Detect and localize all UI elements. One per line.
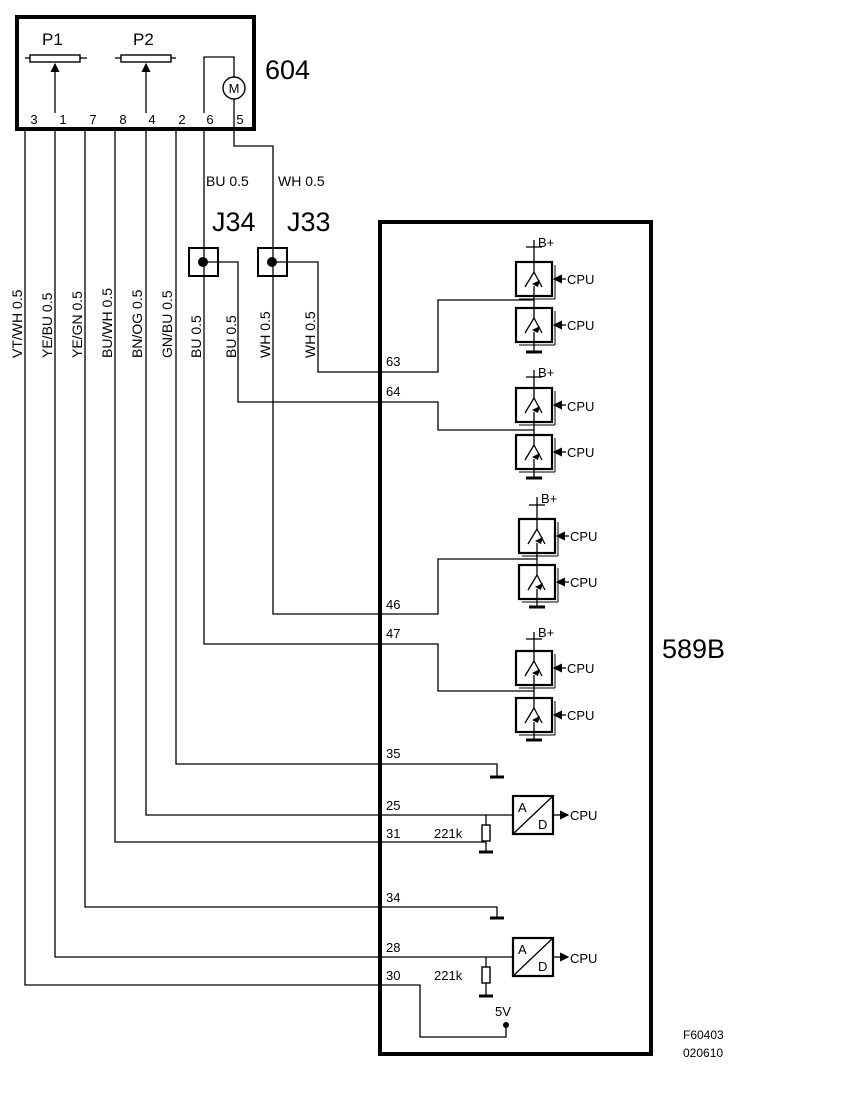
- harness-wire-labels: VT/WH 0.5 YE/BU 0.5 YE/GN 0.5 BU/WH 0.5 …: [9, 288, 318, 358]
- half-bridge-3: B+ CPU CPU: [384, 491, 597, 615]
- adc-d-label: D: [538, 817, 547, 832]
- module-589b-box: [378, 220, 653, 1056]
- adc-d-label: D: [538, 959, 547, 974]
- cpu-label: CPU: [567, 445, 594, 460]
- wire-label: BU 0.5: [223, 315, 239, 358]
- resistor-221k: [481, 966, 491, 984]
- supply-label: B+: [538, 625, 554, 640]
- pin-label: 31: [386, 826, 400, 841]
- supply-label: B+: [538, 235, 554, 250]
- figure-date: 020610: [683, 1046, 723, 1060]
- pin-label: 7: [89, 112, 96, 127]
- cpu-label: CPU: [567, 318, 594, 333]
- motor-wire-bu-label: BU 0.5: [206, 173, 249, 189]
- module-589b-label: 589B: [662, 634, 725, 664]
- supply-label: B+: [538, 365, 554, 380]
- pin-label: 34: [386, 890, 400, 905]
- cpu-label: CPU: [567, 272, 594, 287]
- pin-label: 3: [30, 112, 37, 127]
- component-604-pins: 3 1 7 8 4 2 6 5: [30, 112, 243, 127]
- cpu-label: CPU: [570, 808, 597, 823]
- pin-label: 47: [386, 626, 400, 641]
- motor-label: M: [229, 81, 240, 96]
- cpu-label: CPU: [567, 399, 594, 414]
- wire-label: BU 0.5: [188, 315, 204, 358]
- ground-pin-34: [384, 906, 504, 920]
- adc-1: 221k A D CPU: [384, 794, 597, 854]
- pin-label: 28: [386, 940, 400, 955]
- junction-j33-label: J33: [287, 207, 331, 237]
- cpu-label: CPU: [570, 951, 597, 966]
- supply-label: B+: [541, 491, 557, 506]
- component-604-box: [15, 15, 256, 131]
- pin-label: 25: [386, 798, 400, 813]
- figure-code: F60403: [683, 1028, 724, 1042]
- p2-label: P2: [133, 30, 154, 49]
- motor-m: M: [203, 56, 246, 113]
- resistor-label: 221k: [434, 826, 463, 841]
- pin-label: 1: [59, 112, 66, 127]
- vref-5v: 5V: [384, 984, 511, 1038]
- resistor-221k: [481, 824, 491, 842]
- potentiometer-p2: P2: [115, 30, 176, 113]
- module-589b-pins: 63 64 46 47 35 25 31 34 28 30: [386, 354, 400, 983]
- potentiometer-p1: P1: [25, 30, 87, 113]
- wire-label: VT/WH 0.5: [9, 289, 25, 358]
- cpu-label: CPU: [570, 575, 597, 590]
- cpu-label: CPU: [567, 661, 594, 676]
- pin-label: 4: [148, 112, 155, 127]
- half-bridge-1: B+ CPU CPU: [384, 235, 594, 373]
- cpu-label: CPU: [567, 708, 594, 723]
- wire-label: GN/BU 0.5: [159, 290, 175, 358]
- p1-label: P1: [42, 30, 63, 49]
- pin-label: 64: [386, 384, 400, 399]
- pin-label: 46: [386, 597, 400, 612]
- vref-label: 5V: [495, 1004, 511, 1019]
- component-604-label: 604: [265, 55, 310, 85]
- pin-label: 63: [386, 354, 400, 369]
- motor-wire-wh-label: WH 0.5: [278, 173, 325, 189]
- wire-label: BU/WH 0.5: [99, 288, 115, 358]
- half-bridge-4: B+ CPU CPU: [384, 625, 594, 742]
- pin-label: 35: [386, 746, 400, 761]
- wire-label: WH 0.5: [257, 311, 273, 358]
- wire-label: YE/BU 0.5: [39, 292, 55, 358]
- adc-a-label: A: [518, 800, 527, 815]
- junction-j34-label: J34: [212, 207, 256, 237]
- wire-label: WH 0.5: [302, 311, 318, 358]
- pin-label: 2: [178, 112, 185, 127]
- resistor-label: 221k: [434, 968, 463, 983]
- pin-label: 8: [119, 112, 126, 127]
- adc-a-label: A: [518, 942, 527, 957]
- wire-label: BN/OG 0.5: [129, 289, 145, 358]
- adc-2: 221k A D CPU: [384, 936, 597, 998]
- pin-label: 30: [386, 968, 400, 983]
- half-bridge-2: B+ CPU CPU: [384, 365, 594, 480]
- pin-label: 6: [206, 112, 213, 127]
- wires: [24, 99, 384, 986]
- cpu-label: CPU: [570, 529, 597, 544]
- ground-pin-35: [384, 763, 504, 779]
- wire-label: YE/GN 0.5: [69, 291, 85, 358]
- pin-label: 5: [236, 112, 243, 127]
